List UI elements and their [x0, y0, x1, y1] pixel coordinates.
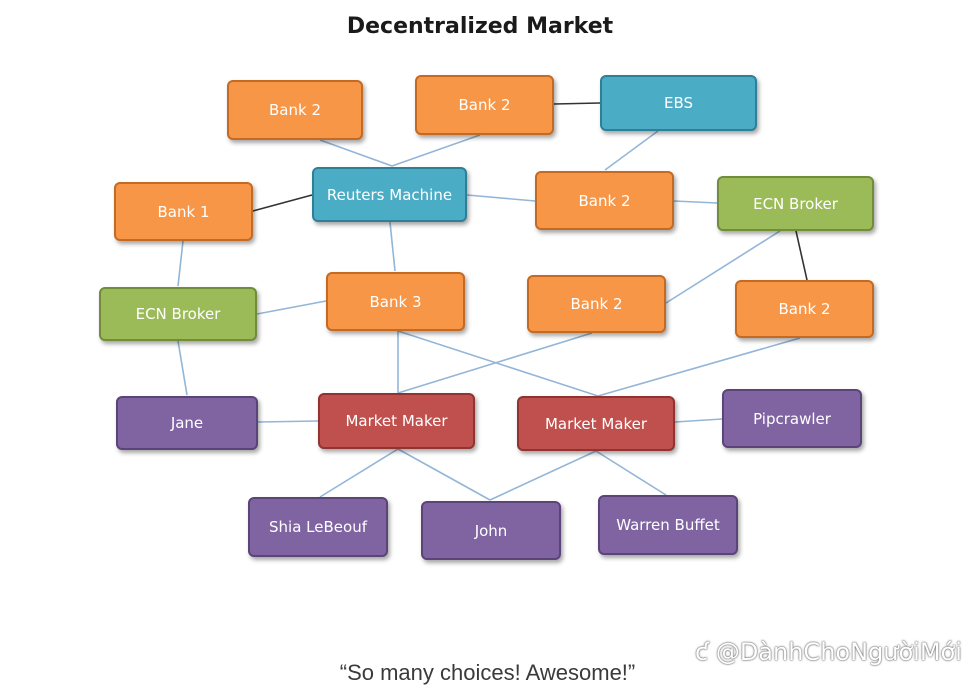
link-bank2b-reuters: [391, 134, 481, 167]
link-bank1-reuters: [252, 194, 313, 212]
node-warren-buffet: Warren Buffet: [598, 495, 738, 555]
node-ecn-broker-left: ECN Broker: [99, 287, 257, 341]
link-bank1-ecnleft: [177, 240, 184, 287]
node-john: John: [421, 501, 561, 560]
link-ecnright-bank2d: [665, 230, 781, 304]
link-bank3-mm2: [397, 330, 599, 397]
diagram-title: Decentralized Market: [346, 14, 614, 39]
link-mm2-warren: [595, 450, 667, 496]
node-bank1: Bank 1: [114, 182, 253, 241]
link-ecnleft-jane: [177, 340, 188, 396]
link-mm2-pipcrawler: [674, 418, 723, 423]
link-mm1-john: [397, 448, 491, 501]
node-reuters-machine: Reuters Machine: [312, 167, 467, 222]
node-bank2-top-middle: Bank 2: [415, 75, 554, 135]
node-market-maker-left: Market Maker: [318, 393, 475, 449]
watermark: ƈ @DànhChoNgườiMới: [695, 638, 962, 666]
caption: “So many choices! Awesome!”: [339, 660, 636, 685]
node-pipcrawler: Pipcrawler: [722, 389, 862, 448]
node-market-maker-right: Market Maker: [517, 396, 675, 451]
link-ebs-bank2c: [604, 130, 659, 171]
link-mm2-john: [489, 450, 597, 501]
node-bank2-middle: Bank 2: [527, 275, 666, 333]
link-mm1-shia: [319, 448, 399, 498]
node-bank2-top-left: Bank 2: [227, 80, 363, 140]
node-ecn-broker-right: ECN Broker: [717, 176, 874, 231]
link-ecnleft-bank3: [256, 300, 327, 315]
link-bank2d-mm1: [397, 332, 593, 394]
link-ecnright-bank2e: [795, 230, 808, 281]
link-bank2a-reuters: [319, 139, 393, 167]
link-bank2c-ecnright: [673, 200, 718, 204]
link-reuters-bank3: [389, 221, 396, 272]
node-bank2-center: Bank 2: [535, 171, 674, 230]
link-reuters-bank2c: [466, 194, 536, 202]
node-bank3: Bank 3: [326, 272, 465, 331]
link-jane-mm1: [257, 420, 319, 423]
node-jane: Jane: [116, 396, 258, 450]
link-bank2e-mm2: [597, 337, 801, 397]
node-shia-lebeouf: Shia LeBeouf: [248, 497, 388, 557]
node-bank2-right: Bank 2: [735, 280, 874, 338]
node-ebs: EBS: [600, 75, 757, 131]
link-bank2b-ebs: [553, 102, 601, 105]
